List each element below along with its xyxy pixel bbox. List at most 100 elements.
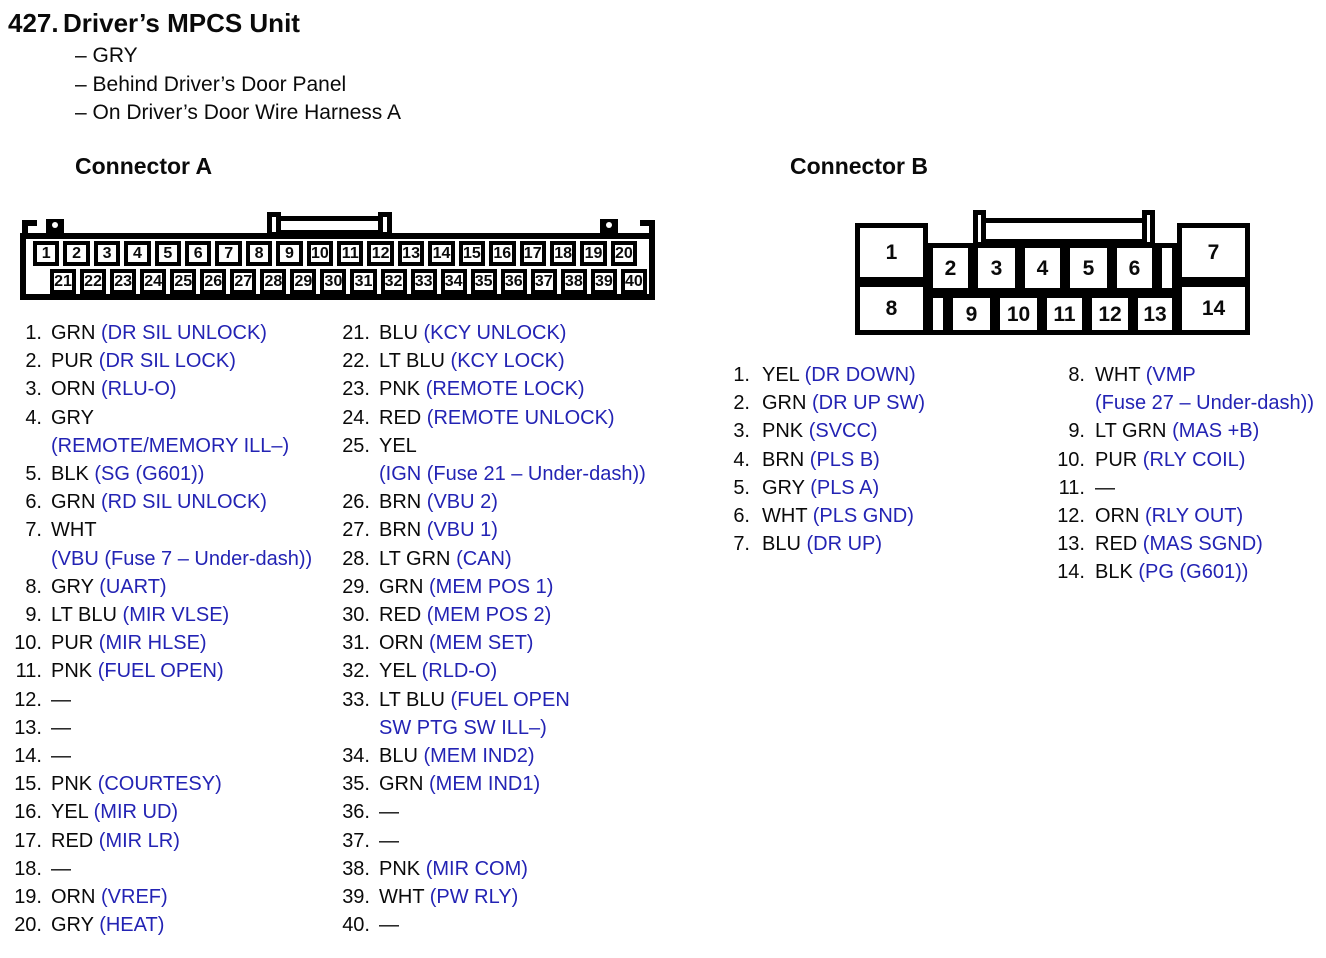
pin-number: 15. [14, 773, 42, 796]
pin-number: 29. [342, 575, 370, 598]
pin-desc: — [379, 827, 399, 855]
pin-number: 17. [14, 829, 42, 852]
pin-function: (PW RLY) [429, 886, 519, 909]
pin-function: (CAN) [456, 547, 512, 570]
pin-number: 22. [342, 350, 370, 373]
pin-function: (MIR HLSE) [98, 632, 207, 655]
pin-item: 31.ORN (MEM SET) [336, 629, 646, 657]
pin-number: 37. [342, 829, 370, 852]
pin-function: (HEAT) [99, 914, 165, 937]
wire-color-code: ORN [51, 378, 96, 401]
pin-item: 7.WHT(VBU (Fuse 7 – Under-dash)) [8, 516, 312, 572]
pin-number: 34. [342, 745, 370, 768]
wire-color-code: BRN [762, 448, 805, 471]
connector-a-pin-cell: 32 [380, 269, 407, 294]
pin-number: 11. [1058, 476, 1085, 499]
latch-post [973, 210, 986, 247]
pin-function: (SG (G601)) [94, 463, 205, 486]
connector-a-pin-cell: 15 [458, 241, 486, 266]
wire-color-code: — [51, 716, 71, 739]
pin-item: 2.PUR (DR SIL LOCK) [8, 347, 312, 375]
connector-b-pin-cell: 3 [973, 243, 1020, 293]
pin-desc: WHT (PW RLY) [379, 883, 518, 911]
connector-a-pin-cell: 9 [276, 241, 303, 266]
pin-function: (VBU (Fuse 7 – Under-dash)) [51, 547, 313, 570]
pin-number: 25. [342, 434, 370, 457]
wire-color-code: YEL [379, 434, 417, 457]
pin-function: (MEM POS 2) [426, 604, 552, 627]
pin-desc: GRY (HEAT) [51, 911, 164, 939]
pin-number: 32. [342, 660, 370, 683]
pin-item: 21.BLU (KCY UNLOCK) [336, 319, 646, 347]
pin-number: 8. [1068, 364, 1085, 386]
pin-desc: BRN (PLS B) [762, 446, 880, 474]
pin-desc: YEL(IGN (Fuse 21 – Under-dash)) [379, 432, 646, 488]
detail-line: – GRY [75, 44, 138, 67]
pin-number: 2. [25, 350, 42, 373]
connector-b-pin-cell: 9 [948, 293, 995, 335]
connector-a-pin-cell: 33 [410, 269, 437, 294]
pin-number: 11. [15, 660, 42, 683]
pin-desc: ORN (MEM SET) [379, 629, 533, 657]
wire-color-code: — [51, 745, 71, 768]
pin-number: 3. [733, 420, 750, 443]
wire-color-code: PUR [51, 350, 94, 373]
pin-desc: — [379, 911, 399, 939]
connector-latch-handle [979, 218, 1149, 244]
connector-a-pin-cell: 30 [320, 269, 347, 294]
wire-color-code: GRY [762, 476, 805, 499]
pin-number: 40. [342, 914, 370, 937]
connector-a-pin-cell: 34 [440, 269, 467, 294]
pin-item: 15.PNK (COURTESY) [8, 770, 312, 798]
connector-b-pin-cell: 4 [1020, 243, 1065, 293]
pin-desc: BLU (KCY UNLOCK) [379, 319, 566, 347]
wire-color-code: — [379, 801, 399, 824]
pin-item: 13.RED (MAS SGND) [1048, 530, 1314, 558]
wire-color-code: WHT [1095, 364, 1141, 386]
pin-desc: ORN (RLY OUT) [1095, 502, 1243, 530]
pin-function: (RLY COIL) [1142, 448, 1246, 471]
connector-b-pin-list-right: 8.WHT (VMP(Fuse 27 – Under-dash))9.LT GR… [1048, 361, 1314, 587]
pin-item: 38.PNK (MIR COM) [336, 855, 646, 883]
pin-item: 11.PNK (FUEL OPEN) [8, 657, 312, 685]
connector-a-pin-list-right: 21.BLU (KCY UNLOCK)22.LT BLU (KCY LOCK)2… [336, 319, 646, 939]
connector-b-pin-cell: 1 [855, 223, 928, 282]
pin-desc: PNK (REMOTE LOCK) [379, 375, 585, 403]
pin-item: 14.BLK (PG (G601)) [1048, 558, 1314, 586]
connector-a-pin-cell: 23 [110, 269, 137, 294]
pin-desc: WHT (PLS GND) [762, 502, 914, 530]
pin-item: 10.PUR (MIR HLSE) [8, 629, 312, 657]
pin-number: 33. [342, 688, 370, 711]
wire-color-code: — [51, 688, 71, 711]
pin-number: 23. [342, 378, 370, 401]
pin-desc: BRN (VBU 1) [379, 516, 498, 544]
pin-function: (MAS +B) [1172, 420, 1260, 443]
connector-a-pin-cell: 16 [489, 241, 516, 266]
connector-a-pin-cell: 24 [140, 269, 167, 294]
pin-desc: GRN (DR UP SW) [762, 389, 925, 417]
connector-a-pin-cell: 22 [80, 269, 107, 294]
pin-function: (VREF) [101, 886, 168, 909]
connector-a-pin-cell: 31 [350, 269, 377, 294]
pin-desc: RED (REMOTE UNLOCK) [379, 404, 615, 432]
connector-a-pin-cell: 21 [50, 269, 77, 294]
pin-item: 12.— [8, 686, 312, 714]
wire-color-code: PNK [51, 660, 93, 683]
pin-desc: — [379, 798, 399, 826]
pin-number: 1. [25, 322, 42, 344]
pin-function: (VMP [1145, 364, 1196, 386]
connector-a-pin-cell: 38 [560, 269, 587, 294]
pin-item: 24.RED (REMOTE UNLOCK) [336, 404, 646, 432]
connector-a-pin-cell: 10 [306, 241, 334, 266]
pin-item: 17. RED (MIR LR) [8, 827, 312, 855]
connector-b-pin-cell: 8 [855, 282, 928, 335]
pin-item: 1.GRN (DR SIL UNLOCK) [8, 319, 312, 347]
detail-line: – On Driver’s Door Wire Harness A [75, 101, 401, 125]
connector-a-pin-cell: 37 [530, 269, 557, 294]
pin-function: (MEM IND1) [429, 773, 541, 796]
wire-color-code: YEL [762, 364, 800, 386]
wire-color-code: BLU [762, 533, 801, 556]
pin-desc: RED (MIR LR) [51, 827, 180, 855]
